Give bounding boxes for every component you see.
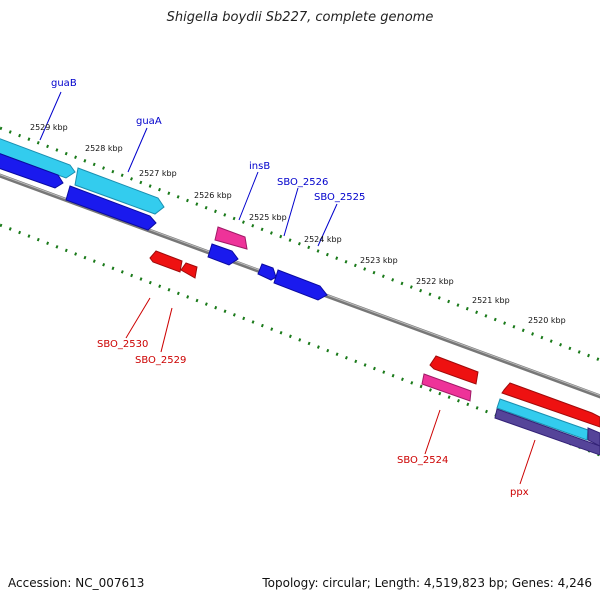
gene-SBO_2525-blue[interactable] [273,269,328,301]
kbp-label-2527: 2527 kbp [139,169,177,178]
SBO_2525-leader [317,203,338,247]
gene-ppx-cyan[interactable] [496,398,589,441]
gene-ppx-purple[interactable] [494,408,600,456]
gene-label-SBO_2524[interactable]: SBO_2524 [397,455,448,466]
gene-ppx-red[interactable] [501,382,600,428]
genome-summary-text: Topology: circular; Length: 4,519,823 bp… [262,576,592,590]
gene-insB-pink[interactable] [214,226,248,250]
gene-SBO_2524-pink[interactable] [421,373,472,402]
gene-SBO_2530-red[interactable] [149,250,183,273]
insB-leader [238,171,259,221]
kbp-label-2528: 2528 kbp [85,144,123,153]
guaA-leader [127,127,148,173]
ppx-leader [519,439,536,485]
kbp-label-2521: 2521 kbp [472,296,510,305]
gene-SBO_2524-red[interactable] [429,355,479,385]
kbp-label-2525: 2525 kbp [249,213,287,222]
gene-guaA-cyan[interactable] [74,167,165,215]
gene-label-SBO_2530[interactable]: SBO_2530 [97,339,148,350]
kbp-label-2523: 2523 kbp [360,256,398,265]
gene-guaB-blue[interactable] [0,150,64,189]
gene-label-SBO_2525[interactable]: SBO_2525 [314,192,365,203]
map-title: Shigella boydii Sb227, complete genome [166,10,434,25]
kbp-label-2529: 2529 kbp [30,123,68,132]
kbp-label-2522: 2522 kbp [416,277,454,286]
gene-guaA-blue[interactable] [65,185,157,231]
SBO_2524-leader [424,409,441,455]
gene-guaB-cyan[interactable] [0,135,76,179]
gene-label-guaA[interactable]: guaA [136,116,162,127]
forward-tick-track [0,126,600,362]
kbp-label-2520: 2520 kbp [528,316,566,325]
SBO_2526-leader [283,187,299,237]
reverse-tick-track [0,223,600,457]
SBO_2529-leader [160,307,173,353]
gene-SBO_2526-blue[interactable] [257,263,277,281]
SBO_2530-leader [125,297,151,339]
gene-label-ppx[interactable]: ppx [510,487,529,498]
kbp-label-2524: 2524 kbp [304,235,342,244]
gene-label-SBO_2529[interactable]: SBO_2529 [135,355,186,366]
gene-label-guaB[interactable]: guaB [51,78,77,89]
gene-insB-blue[interactable] [207,243,239,266]
gene-edge-purple[interactable] [587,427,600,447]
gene-label-insB[interactable]: insB [249,161,270,172]
accession-text: Accession: NC_007613 [8,576,145,590]
gene-SBO_2529-red[interactable] [180,262,198,279]
gene-label-SBO_2526[interactable]: SBO_2526 [277,177,328,188]
kbp-label-2526: 2526 kbp [194,191,232,200]
guaB-leader [39,91,62,141]
